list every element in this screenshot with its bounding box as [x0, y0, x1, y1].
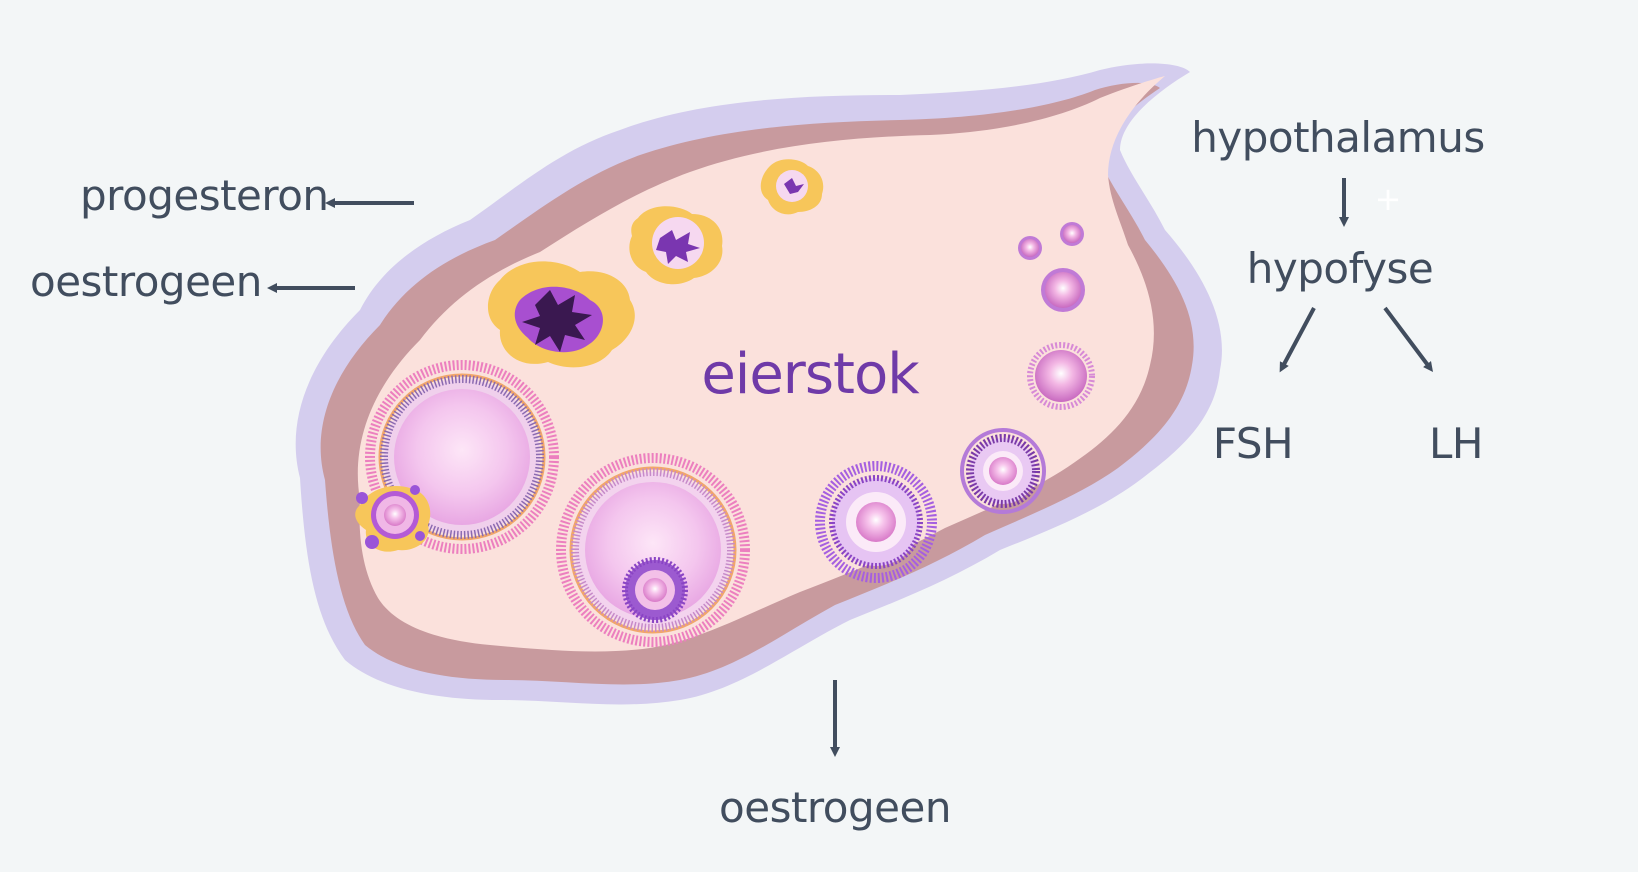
primary-follicle-1 — [1041, 268, 1085, 312]
primordial-follicle-1 — [1018, 236, 1042, 260]
antral-follicle — [556, 453, 750, 647]
oestrogen-left-label: oestrogeen — [30, 257, 262, 306]
fsh-label: FSH — [1213, 419, 1293, 468]
lh-label: LH — [1429, 419, 1483, 468]
graafian-follicle — [355, 360, 559, 554]
ovary-interior — [357, 76, 1165, 652]
primordial-follicle-2 — [1060, 222, 1084, 246]
plus-sign: + — [1375, 180, 1402, 218]
pituitary-label: hypofyse — [1247, 244, 1433, 293]
corpus-luteum-medium — [629, 206, 723, 285]
fsh-arrow — [1279, 307, 1316, 373]
corpus-luteum-small — [760, 159, 824, 215]
progesterone-label: progesteron — [80, 171, 329, 220]
ovary-label: eierstok — [701, 342, 920, 407]
lh-arrow — [1383, 306, 1433, 372]
primary-follicle-2 — [1027, 342, 1095, 410]
hypothalamus-label: hypothalamus — [1191, 113, 1484, 162]
secondary-follicle-large — [815, 461, 937, 583]
oestrogen-bottom-label: oestrogeen — [719, 783, 951, 832]
secondary-follicle-small — [960, 428, 1046, 514]
corpus-luteum-large — [487, 261, 635, 368]
ovary — [295, 63, 1222, 705]
